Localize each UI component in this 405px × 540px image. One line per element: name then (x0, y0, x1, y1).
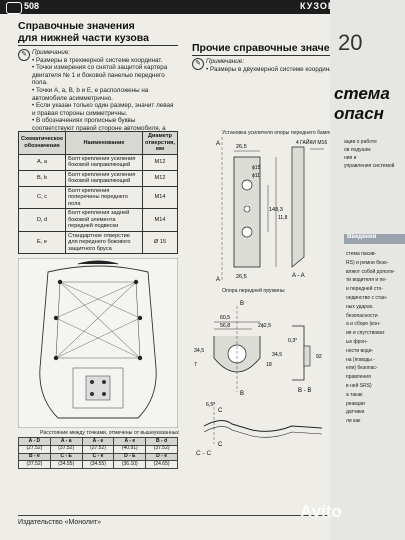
dim-18: 18 (266, 362, 272, 368)
dim-side: 148,3 (269, 207, 283, 213)
left-notes-heading: Примечание: (32, 49, 71, 56)
dim-92: 92 (316, 354, 322, 360)
dim-7: 7 (194, 362, 197, 368)
section-bb-label: B - B (298, 388, 311, 394)
right-notes: ✎ Примечание: • Размеры в двухмерной сис… (192, 58, 337, 82)
section-title: КУЗОВ (300, 1, 336, 11)
b-top: B (240, 301, 244, 307)
right-note-1: • Размеры в двухмерной системе координат… (206, 65, 337, 73)
section-cc-diagram: 6,5° C C (203, 402, 323, 448)
left-note-1: • Размеры в трехмерной системе координат… (32, 56, 163, 64)
publisher-footer: Издательство «Монолит» (18, 519, 102, 526)
page-header: 508 КУЗОВ (0, 0, 350, 14)
dim-56-8: 56,8 (220, 323, 230, 329)
chapter-number: 20 (338, 30, 363, 55)
dim-60-5: 60,5 (220, 315, 230, 321)
footer-rule (18, 515, 344, 516)
chapter-body-text: стема пасив-RS) и ремни безо-вляют собой… (346, 251, 396, 425)
dim-bottom: 26,5 (236, 274, 247, 280)
spring-support-diagram: B B 60,5 56,8 2ϕ2,5 34,5 92 0,3° 34,5 7 … (194, 301, 322, 396)
bumper-reinforcement-diagram: 26,5 ϕ15 ϕ11 148,3 11,8 26,5 4 ГАЙКИ М16… (216, 137, 327, 282)
dim-34-5b: 34,5 (272, 352, 282, 358)
diagram1-title: Установка усилителя опоры переднего бамп… (222, 130, 338, 136)
underbody-diagram (18, 258, 178, 428)
diagram2-title: Опора передней пружины (222, 288, 285, 294)
avito-watermark: Avito (300, 502, 342, 521)
chapter-toc: ации о работе ов подушек ния и управлени… (344, 139, 395, 169)
left-notes: ✎ Примечание: • Размеры в трехмерной сис… (18, 49, 178, 140)
reference-table: Схематическое обозначение Наименование Д… (17, 131, 179, 254)
left-note-3: • Точки А, а, В, b и E, е расположены на… (32, 86, 149, 102)
dim-hole: ϕ15 (252, 165, 261, 171)
note-pen-icon: ✎ (18, 49, 30, 61)
section-aa-label: A - A (292, 273, 305, 279)
section-box: Введения (344, 234, 405, 244)
right-title-rule (192, 55, 337, 56)
left-title-rule (18, 45, 178, 46)
note-pen-icon: ✎ (192, 58, 204, 70)
dim-hole: 2ϕ2,5 (258, 323, 271, 329)
section-a-top: A (216, 141, 220, 147)
dim-34-5: 34,5 (194, 348, 204, 354)
dim-top: 26,5 (236, 144, 247, 150)
chapter-heading-2: опасн (334, 104, 384, 123)
brand-logo-icon (6, 2, 22, 14)
left-note-4: • Если указан только один размер, значит… (32, 102, 174, 117)
section-a-bottom: A (216, 277, 220, 282)
table-header-name: Наименование (65, 131, 143, 155)
table-header-diameter: Диаметр отверстия, мм (141, 131, 179, 155)
dim-angle: 0,3° (288, 338, 297, 344)
dim-hole2: ϕ11 (252, 173, 260, 179)
right-title: Прочие справочные значения (192, 42, 349, 54)
right-notes-heading: Примечание: (206, 58, 245, 65)
page-number: 508 (24, 1, 40, 11)
angle-label: 6,5° (206, 402, 215, 408)
nut-label: 4 ГАЙКИ М16 (296, 138, 327, 146)
left-note-2: • Точки измерения со снятой защитой карт… (32, 64, 168, 87)
c-bottom: C (218, 442, 223, 448)
left-title-line2: для нижней части кузова (18, 32, 149, 44)
b-bottom: B (240, 391, 244, 396)
left-title-line1: Справочные значения (18, 20, 135, 32)
manual-right-page-fragment: 20 стема опасн ации о работе ов подушек … (330, 0, 405, 540)
dim-side2: 11,8 (278, 215, 288, 221)
section-cc-label: C - C (196, 450, 212, 457)
chapter-heading-1: стема (334, 84, 390, 103)
c-top: C (218, 408, 223, 414)
table-header-symbol: Схематическое обозначение (17, 131, 67, 155)
manual-left-page: 508 КУЗОВ Справочные значения для нижней… (0, 0, 350, 540)
distance-caption: Расстояние между точками, отмечены от вы… (40, 430, 180, 436)
